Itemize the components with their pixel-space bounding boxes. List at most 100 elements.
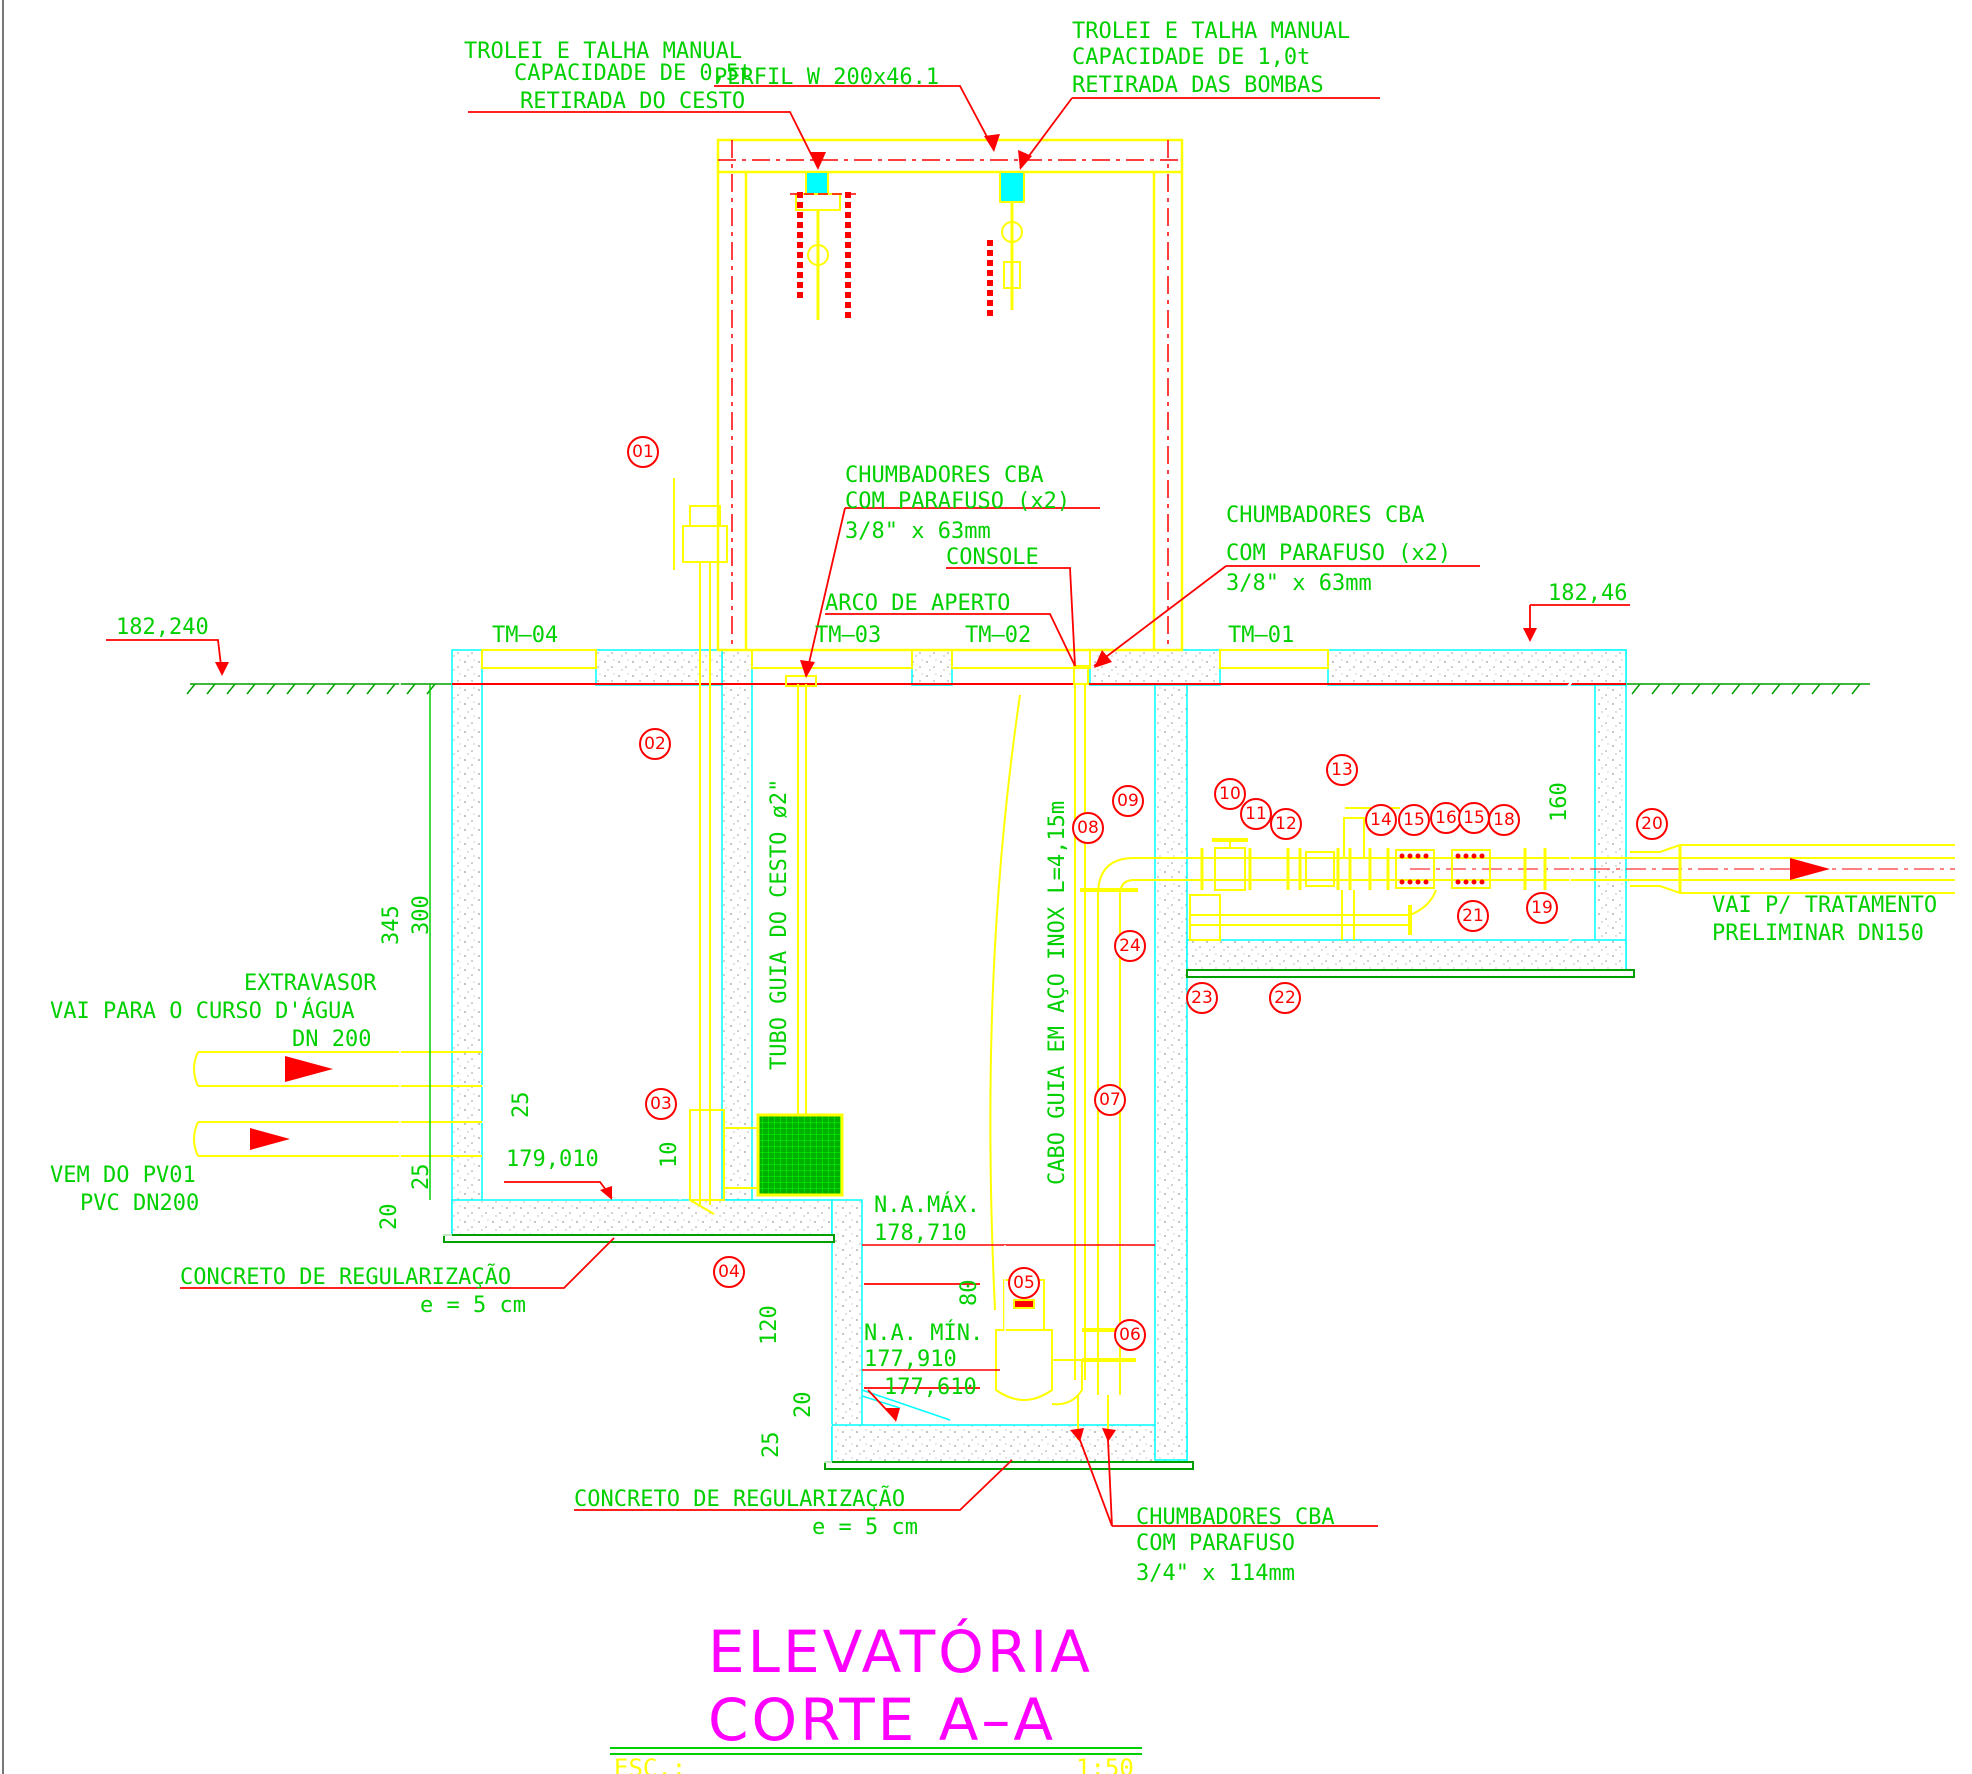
left-outer-wall [451, 649, 483, 1236]
anchors-2-line-1: CHUMBADORES CBA [1226, 503, 1425, 528]
item-callout-circle [1326, 754, 1358, 786]
item-callout-circle [1365, 804, 1397, 836]
concrete-1-line-2: e = 5 cm [420, 1293, 526, 1318]
item-callout-circle [713, 1256, 745, 1288]
item-callout-label: 08 [1077, 818, 1099, 838]
gate-valve-10 [1212, 838, 1248, 891]
arco-label: ARCO DE APERTO [825, 591, 1010, 616]
item-callout-circle [1398, 804, 1430, 836]
central-left-wall [831, 1199, 863, 1461]
concrete-2-line-1: CONCRETO DE REGULARIZAÇÃO [574, 1485, 905, 1512]
item-callout-label: 23 [1191, 988, 1213, 1008]
item-callout-label: 20 [1641, 814, 1663, 834]
item-callout-circle [1094, 1084, 1126, 1116]
hoist-2-icon [987, 171, 1025, 320]
item-callout-label: 19 [1531, 898, 1553, 918]
profile-label: PERFIL W 200x46.1 [714, 65, 939, 90]
dim-80: 80 [957, 1280, 982, 1307]
item-callout-circle [1636, 808, 1668, 840]
inlet-arrow [250, 1128, 290, 1150]
dim-120: 120 [757, 1305, 782, 1345]
item-callout-label: 24 [1119, 936, 1141, 956]
item-callout-circle [1269, 982, 1301, 1014]
title-underline [610, 1747, 1142, 1755]
right-slab [1186, 939, 1627, 971]
anchors-3-line-1: CHUMBADORES CBA [1136, 1505, 1335, 1530]
valve-stem-01 [673, 478, 728, 1205]
level-na-min: 177,910 [864, 1347, 957, 1372]
cover-tm04-label: TM–04 [492, 623, 558, 648]
item-callout-circle [1114, 930, 1146, 962]
right-outer-wall [1594, 649, 1627, 971]
guide-cable [989, 665, 1089, 1380]
hoist-frame [716, 138, 1184, 652]
cover-tm03-label: TM–03 [815, 623, 881, 648]
extravasor-line-2: VAI PARA O CURSO D'ÁGUA [50, 998, 355, 1024]
covers [481, 649, 1329, 669]
guide-tube-label: TUBO GUIA DO CESTO ø2" [767, 779, 792, 1070]
dim-345: 345 [379, 905, 404, 945]
dim-25a: 25 [509, 1092, 534, 1119]
item-callout-label: 10 [1219, 784, 1241, 804]
item-callout-label: 18 [1493, 810, 1515, 830]
anchors-2-line-2: COM PARAFUSO (x2) [1226, 541, 1451, 566]
dimension-ticks [393, 637, 1577, 1242]
level-bottom-left: 179,010 [506, 1147, 599, 1172]
hoist-2-line-3: RETIRADA DAS BOMBAS [1072, 73, 1324, 98]
cover-tm02-label: TM–02 [965, 623, 1031, 648]
hoist-2-line-2: CAPACIDADE DE 1,0t [1072, 45, 1310, 70]
item-callout-circle [645, 1088, 677, 1120]
level-lines [862, 1244, 1155, 1371]
item-callout-circle [1114, 1319, 1146, 1351]
horizontal-discharge-line [1190, 857, 1955, 881]
cover-tm01-label: TM–01 [1228, 623, 1294, 648]
hoist-1-line-1: TROLEI E TALHA MANUAL [464, 39, 742, 64]
hoist-2-line-1: TROLEI E TALHA MANUAL [1072, 19, 1350, 44]
item-callout-circle [1186, 982, 1218, 1014]
console-label: CONSOLE [946, 545, 1039, 570]
hoist-1-icon [790, 171, 860, 320]
item-callout-circle [1112, 785, 1144, 817]
drain-branch [1189, 889, 1437, 941]
top-slab-mid [911, 649, 953, 686]
pump-05 [995, 1279, 1083, 1406]
left-slab [451, 1199, 833, 1236]
outlet-reducer-20 [1630, 844, 1955, 894]
outlet-arrow [1790, 858, 1830, 880]
guide-cable-label: CABO GUIA EM AÇO INOX L=4,15m [1045, 801, 1070, 1185]
level-na-min-label: N.A. MÍN. [864, 1320, 983, 1346]
item-callout-circle [1270, 808, 1302, 840]
concrete-2-line-2: e = 5 cm [812, 1515, 918, 1540]
overflow-pipe [193, 1051, 482, 1087]
item-callout-label: 21 [1462, 906, 1484, 926]
anchors-3-line-2: COM PARAFUSO [1136, 1531, 1295, 1556]
dim-10: 10 [657, 1142, 682, 1169]
dimension-lines [390, 643, 1571, 1463]
item-callout-label: 15 [1403, 810, 1425, 830]
item-callout-label: 04 [718, 1262, 740, 1282]
left-inner-wall [721, 649, 753, 1201]
item-callout-circle [1457, 900, 1489, 932]
item-callout-circle [639, 728, 671, 760]
item-callout-label: 15 [1463, 808, 1485, 828]
level-ground-left: 182,240 [116, 615, 209, 640]
item-callout-label: 16 [1435, 808, 1457, 828]
overflow-arrow [285, 1056, 333, 1082]
hoist-1-line-3: RETIRADA DO CESTO [520, 89, 745, 114]
anchors-1-line-3: 3/8" x 63mm [845, 519, 991, 544]
item-callout-label: 02 [644, 734, 666, 754]
item-callout-circle [627, 436, 659, 468]
item-callout-circle [1526, 892, 1558, 924]
leader-arrowheads [215, 134, 1537, 1442]
dim-20b: 20 [791, 1392, 816, 1419]
extravasor-line-3: DN 200 [292, 1027, 371, 1052]
anchors-2-line-3: 3/8" x 63mm [1226, 571, 1372, 596]
item-callout-label: 12 [1275, 814, 1297, 834]
item-callout-circle [1240, 798, 1272, 830]
item-callout-label: 14 [1370, 810, 1392, 830]
top-slab-far-right [1327, 649, 1627, 686]
item-callout-label: 22 [1274, 988, 1296, 1008]
level-na-max-label: N.A.MÁX. [874, 1192, 980, 1218]
